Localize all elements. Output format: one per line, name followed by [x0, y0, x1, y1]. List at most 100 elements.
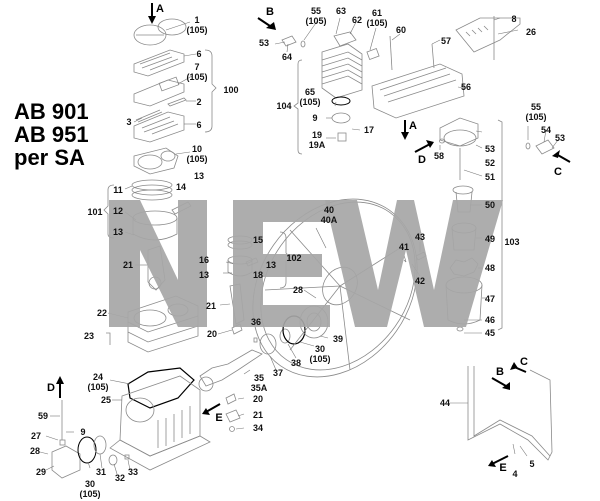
conrod-cap-21	[225, 409, 241, 423]
part-label-58: 58	[433, 151, 445, 161]
part-label-44: 44	[439, 398, 451, 408]
part-label-60: 60	[395, 25, 407, 35]
bolt-23	[106, 332, 111, 345]
delivery-pipe-44	[467, 366, 553, 461]
cover-29	[51, 445, 81, 479]
part-label-43: 43	[414, 232, 426, 242]
part-label-64: 64	[281, 52, 293, 62]
bracket-100	[204, 49, 217, 133]
part-label-14: 14	[175, 182, 187, 192]
part-label-17: 17	[363, 125, 375, 135]
part-label-16: 16	[198, 255, 210, 265]
arrow-a-mid	[401, 120, 409, 140]
reed-2	[167, 97, 187, 107]
part-label-51: 51	[484, 172, 496, 182]
oring-65	[331, 96, 351, 106]
gasket-48	[449, 257, 479, 277]
filter-housing-47	[445, 276, 483, 325]
part-label-28a: 28	[292, 285, 304, 295]
gasket-61	[366, 48, 380, 60]
crankshaft-35	[198, 349, 263, 392]
part-label-7: 7(105)	[186, 62, 208, 82]
part-label-100: 100	[223, 85, 239, 95]
filter-cap-50	[452, 185, 474, 213]
reed-3	[135, 109, 163, 123]
part-label-49: 49	[484, 234, 496, 244]
circlip-38	[279, 328, 291, 344]
part-label-104: 104	[276, 101, 292, 111]
nut-46	[456, 326, 464, 332]
bracket-103	[497, 119, 503, 331]
arrow-e-mid	[202, 403, 221, 415]
part-label-41: 41	[398, 242, 410, 252]
part-label-53c: 53	[554, 133, 566, 143]
title-line-1: AB 901	[14, 99, 89, 124]
part-label-50: 50	[484, 200, 496, 210]
conrod-21-right	[229, 283, 245, 325]
part-label-48: 48	[484, 263, 496, 273]
valve-9	[331, 112, 351, 124]
part-label-61: 61(105)	[366, 8, 388, 28]
conrod-21-left	[147, 245, 166, 291]
valve-cover-52	[439, 117, 479, 147]
part-label-21c: 21	[252, 410, 264, 420]
part-label-101: 101	[87, 207, 103, 217]
arrow-letter-b-pipe: B	[496, 366, 504, 378]
arrow-letter-d-left: D	[47, 382, 55, 394]
flange-54	[535, 139, 555, 155]
arrow-letter-d-right: D	[418, 154, 426, 166]
oring-30-lower	[77, 436, 97, 464]
arrow-b-pipe	[491, 377, 510, 390]
part-label-23: 23	[83, 331, 95, 341]
part-label-55b: 55(105)	[525, 102, 547, 122]
part-label-46: 46	[484, 315, 496, 325]
valve-reed-1	[133, 18, 187, 46]
part-label-8: 8	[511, 14, 517, 24]
part-label-9b: 9	[80, 427, 86, 437]
part-label-63: 63	[335, 6, 347, 16]
bolt-57	[431, 43, 435, 69]
piston-pin-14	[171, 201, 192, 215]
key-36	[253, 337, 258, 343]
part-label-5: 5	[529, 459, 535, 469]
part-label-13d: 13	[265, 260, 277, 270]
part-label-11: 11	[113, 185, 123, 195]
part-label-65: 65(105)	[299, 87, 321, 107]
part-label-37: 37	[272, 368, 284, 378]
cover-26	[455, 17, 521, 53]
part-label-45: 45	[484, 328, 496, 338]
filter-element-49	[451, 222, 477, 251]
gasket-24	[127, 367, 195, 409]
arrow-letter-e-pipe: E	[499, 462, 507, 474]
plug-32	[108, 454, 118, 466]
part-label-10: 10(105)	[186, 144, 208, 164]
arrow-e-pipe	[488, 455, 509, 467]
part-label-15: 15	[252, 235, 264, 245]
title-line-3: per SA	[14, 145, 85, 170]
nut-34	[229, 426, 235, 432]
part-label-55a: 55(105)	[305, 6, 327, 26]
part-label-6b: 6	[196, 120, 202, 130]
part-label-30a: 30(105)	[309, 344, 331, 364]
model-title: AB 901 AB 951 per SA	[14, 100, 89, 169]
arrow-letter-a-top: A	[156, 3, 164, 15]
part-label-38: 38	[290, 358, 302, 368]
part-label-36: 36	[250, 317, 262, 327]
oring-55-left	[300, 40, 306, 48]
part-label-39: 39	[332, 334, 344, 344]
arrow-c-right	[552, 150, 571, 163]
part-label-54: 54	[540, 125, 552, 135]
arrow-b-top	[257, 17, 276, 30]
bearing-cover-39	[299, 305, 329, 339]
arrow-letter-c-right: C	[554, 166, 562, 178]
part-label-12: 12	[112, 206, 124, 216]
gasket-10	[133, 147, 179, 175]
direction-arrows	[56, 3, 571, 467]
arrow-letter-c-pipe: C	[520, 356, 528, 368]
oring-55-right	[525, 142, 531, 150]
part-label-13c: 13	[198, 270, 210, 280]
arrow-d-left	[56, 376, 64, 398]
part-label-20a: 20	[206, 329, 218, 339]
